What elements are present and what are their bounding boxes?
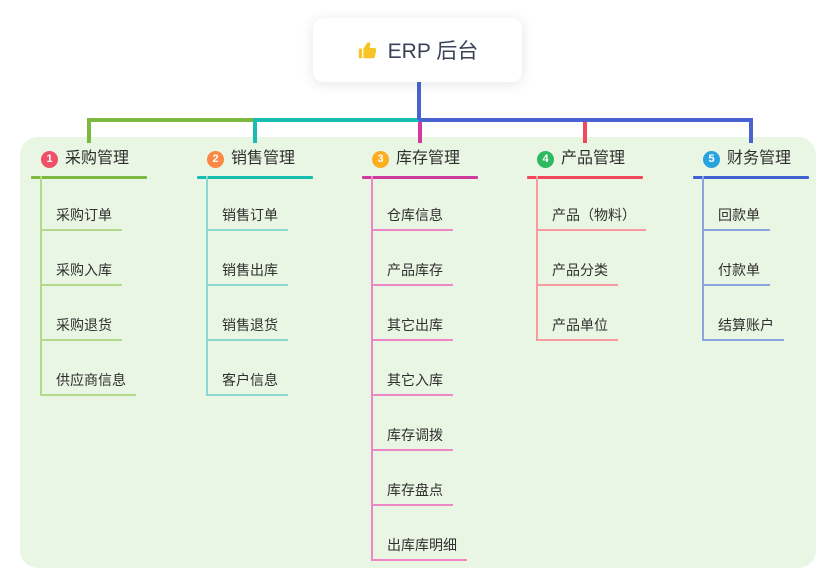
branch-trunk-line — [702, 176, 704, 341]
branch-drop-line — [87, 118, 91, 143]
child-node[interactable]: 产品（物料） — [536, 207, 646, 231]
branch-underline — [693, 176, 809, 179]
branch-title-row[interactable]: 5 财务管理 — [693, 150, 791, 168]
branch-drop-line — [418, 122, 422, 143]
child-node[interactable]: 销售出库 — [206, 262, 288, 286]
child-node[interactable]: 结算账户 — [702, 317, 784, 341]
branch-title: 财务管理 — [727, 150, 792, 167]
branch-index-badge: 3 — [372, 150, 389, 168]
child-node[interactable]: 产品分类 — [536, 262, 618, 286]
branch-index-badge: 1 — [41, 150, 58, 168]
branch-index-badge: 5 — [703, 150, 720, 168]
child-node[interactable]: 产品单位 — [536, 317, 618, 341]
root-node[interactable]: ERP 后台 — [313, 18, 522, 82]
branch-title-row[interactable]: 4 产品管理 — [527, 150, 625, 168]
child-node[interactable]: 采购订单 — [40, 207, 122, 231]
child-node[interactable]: 客户信息 — [206, 372, 288, 396]
child-node[interactable]: 仓库信息 — [371, 207, 453, 231]
branch-title-row[interactable]: 1 采购管理 — [31, 150, 129, 168]
branch-drop-line — [253, 118, 257, 143]
thumbs-up-icon — [357, 39, 379, 61]
child-node[interactable]: 采购退货 — [40, 317, 122, 341]
branch-underline — [362, 176, 478, 179]
branch-title: 产品管理 — [561, 150, 626, 167]
child-node[interactable]: 其它入库 — [371, 372, 453, 396]
child-node[interactable]: 付款单 — [702, 262, 770, 286]
child-node[interactable]: 库存盘点 — [371, 482, 453, 506]
branch-drop-line — [749, 118, 753, 143]
branch-trunk-line — [371, 176, 373, 561]
branch-drop-line — [583, 122, 587, 143]
child-node[interactable]: 出库库明细 — [371, 537, 467, 561]
child-node[interactable]: 回款单 — [702, 207, 770, 231]
branch-underline — [197, 176, 313, 179]
branch-trunk-line — [40, 176, 42, 396]
child-node[interactable]: 销售退货 — [206, 317, 288, 341]
child-node[interactable]: 其它出库 — [371, 317, 453, 341]
branch-title-row[interactable]: 2 销售管理 — [197, 150, 295, 168]
child-node[interactable]: 采购入库 — [40, 262, 122, 286]
child-node[interactable]: 供应商信息 — [40, 372, 136, 396]
branch-trunk-line — [536, 176, 538, 341]
branch-title: 库存管理 — [396, 150, 461, 167]
root-trunk-line — [417, 82, 421, 120]
branch-underline — [31, 176, 147, 179]
branch-underline — [527, 176, 643, 179]
bus-line-green — [87, 118, 253, 122]
child-node[interactable]: 库存调拨 — [371, 427, 453, 451]
child-node[interactable]: 产品库存 — [371, 262, 453, 286]
root-label: ERP 后台 — [387, 40, 479, 63]
branches-panel — [20, 137, 816, 568]
branch-trunk-line — [206, 176, 208, 396]
child-node[interactable]: 销售订单 — [206, 207, 288, 231]
branch-title: 销售管理 — [231, 150, 296, 167]
bus-line-blue — [419, 118, 753, 122]
branch-title: 采购管理 — [65, 150, 130, 167]
bus-line-teal — [253, 118, 421, 122]
branch-index-badge: 4 — [537, 150, 554, 168]
branch-index-badge: 2 — [207, 150, 224, 168]
branch-title-row[interactable]: 3 库存管理 — [362, 150, 460, 168]
